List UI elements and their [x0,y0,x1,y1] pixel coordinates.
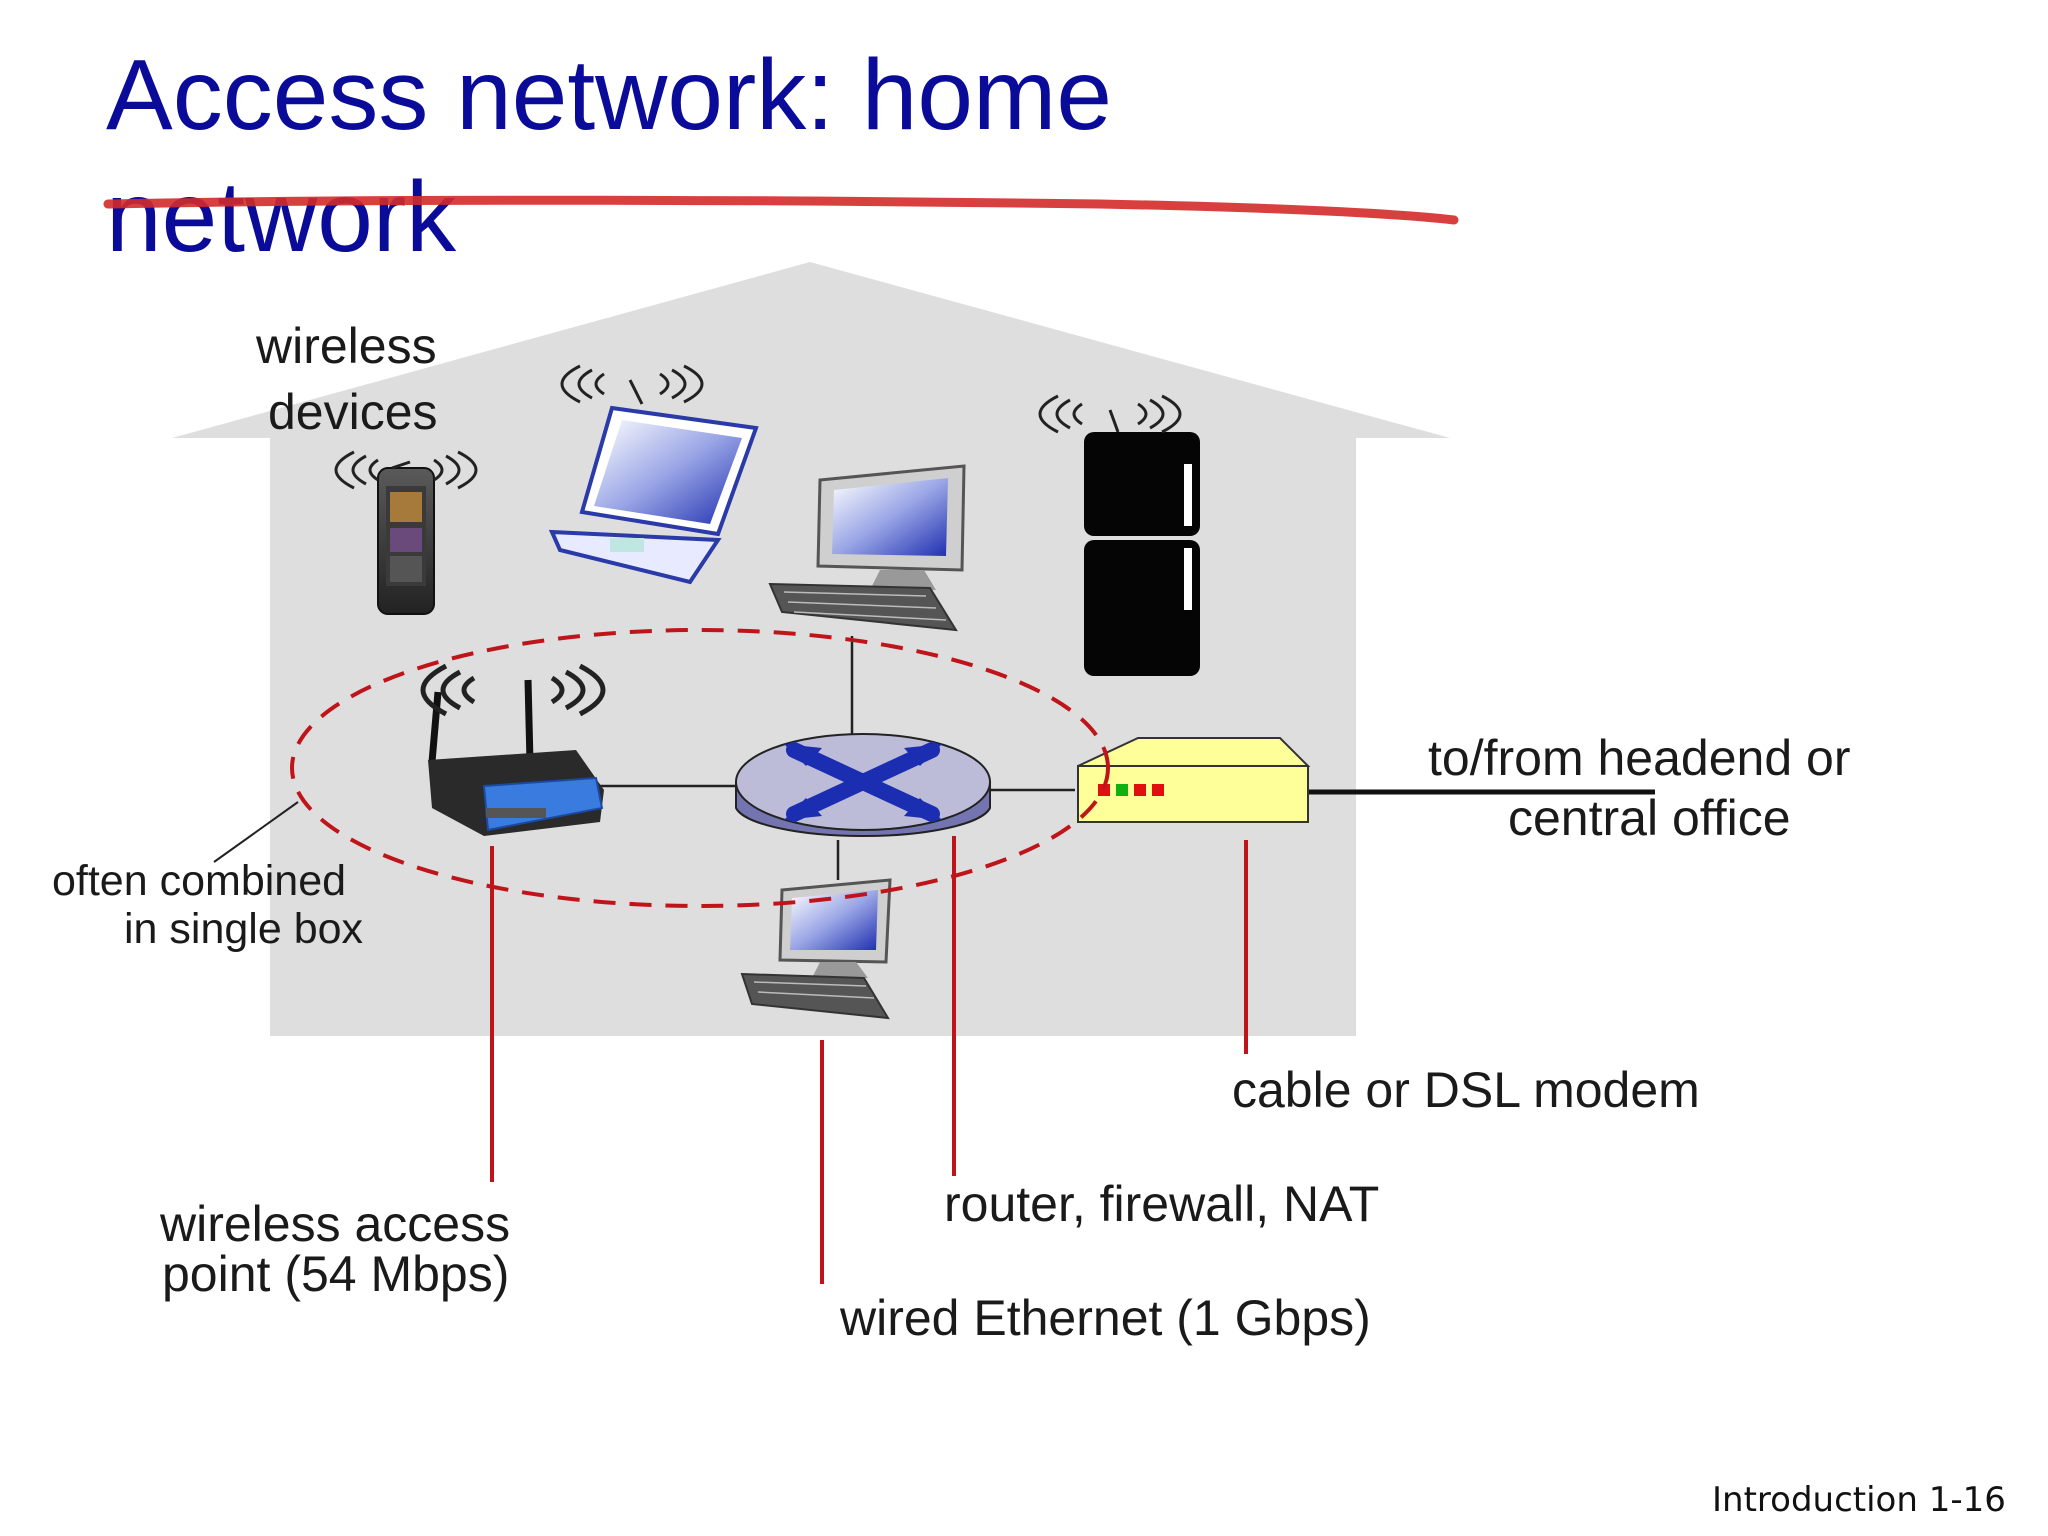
label-access-point-2: point (54 Mbps) [162,1246,510,1302]
combined-box-outline [290,628,1110,908]
strikethrough-annotation [103,195,1459,225]
slide-title-line1: Access network: home [106,39,1112,151]
desktop-icon [768,464,966,632]
label-headend-1: to/from headend or [1428,730,1851,786]
callout-lines [490,836,1248,1284]
label-wireless-devices-1: wireless [256,318,437,374]
label-often-combined-2: in single box [124,905,364,953]
laptop-icon [548,405,759,585]
label-often-combined-1: often combined [52,857,347,905]
refrigerator-icon [1084,432,1200,676]
label-ethernet: wired Ethernet (1 Gbps) [840,1290,1371,1346]
slide-title-line2: network [106,161,457,273]
smartphone-icon [377,467,435,615]
slide-footer: Introduction 1-16 [1712,1480,2006,1520]
label-wireless-devices-2: devices [268,384,438,440]
label-access-point-1: wireless access [160,1196,511,1252]
label-router: router, firewall, NAT [944,1176,1380,1232]
label-headend-2: central office [1508,790,1791,846]
desktop-small-icon [740,878,892,1020]
router-icon [735,733,991,838]
label-modem: cable or DSL modem [1232,1062,1700,1118]
ethernet-links [600,636,1075,880]
wireless-signal-icon [334,364,1182,717]
wireless-router-icon [428,679,604,836]
modem-icon [1077,737,1311,823]
combined-pointer-line [213,801,299,863]
